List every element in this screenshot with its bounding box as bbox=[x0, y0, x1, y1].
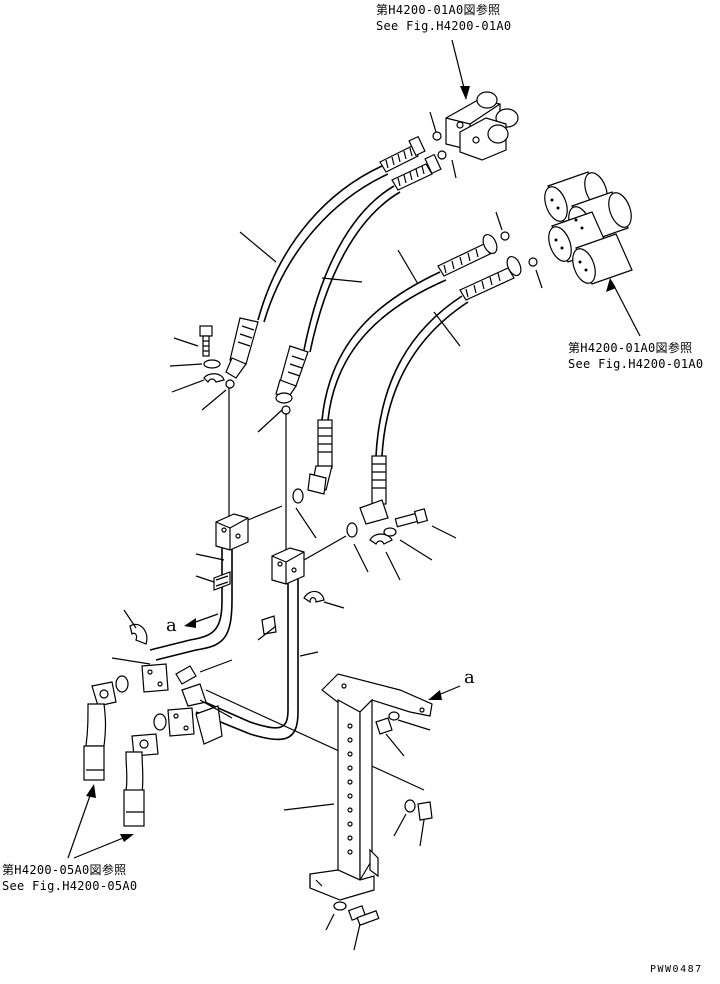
drawing-code: PWW0487 bbox=[650, 964, 703, 975]
reference-label-top: 第H4200-01A0図参照 See Fig.H4200-01A0 bbox=[376, 2, 511, 34]
reference-top-line2: See Fig.H4200-01A0 bbox=[376, 19, 512, 33]
hose-elbows bbox=[225, 317, 389, 525]
reference-label-right: 第H4200-01A0図参照 See Fig.H4200-01A0 bbox=[568, 340, 703, 372]
bolt-washer-clamp-left bbox=[169, 325, 291, 433]
right-fasteners bbox=[292, 488, 457, 581]
detail-arrow-left bbox=[184, 613, 219, 628]
left-hoses bbox=[83, 681, 159, 827]
bracket-holes bbox=[347, 723, 353, 855]
reference-right-line1: 第H4200-01A0図参照 bbox=[568, 341, 693, 355]
hose-fittings-right bbox=[437, 211, 543, 301]
reference-left-line2: See Fig.H4200-05A0 bbox=[2, 879, 138, 893]
control-valve-top bbox=[445, 91, 519, 161]
hose-fittings-upper bbox=[379, 111, 457, 191]
bracket-fasteners bbox=[325, 711, 433, 951]
reference-left-line1: 第H4200-05A0図参照 bbox=[2, 863, 127, 877]
leader-arrows-left bbox=[67, 784, 134, 859]
pipe-clamps bbox=[195, 571, 345, 641]
reference-label-left: 第H4200-05A0図参照 See Fig.H4200-05A0 bbox=[2, 862, 137, 894]
detail-marker-right: a bbox=[464, 667, 475, 688]
support-bracket bbox=[283, 673, 433, 901]
pipe-blocks bbox=[215, 505, 347, 585]
detail-arrow-right bbox=[428, 685, 461, 700]
reference-top-line1: 第H4200-01A0図参照 bbox=[376, 3, 501, 17]
hoses bbox=[239, 165, 469, 457]
steel-pipes bbox=[149, 388, 319, 741]
leader-arrow-right bbox=[606, 278, 641, 337]
pilot-valves-right bbox=[544, 171, 633, 285]
lower-left-flanges bbox=[111, 609, 425, 791]
leader-arrow-top bbox=[451, 39, 470, 100]
detail-marker-left: a bbox=[166, 615, 177, 636]
reference-right-line2: See Fig.H4200-01A0 bbox=[568, 357, 704, 371]
